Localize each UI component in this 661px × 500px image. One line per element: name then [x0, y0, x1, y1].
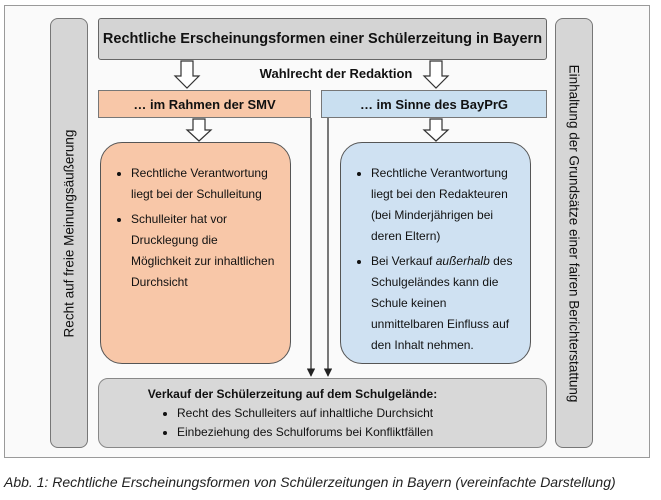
verkauf-bullet: Recht des Schulleiters auf inhaltliche D…	[177, 404, 536, 423]
wahlrecht-label: Wahlrecht der Redaktion	[259, 66, 413, 81]
bayprg-bullet: Bei Verkauf außerhalb des Schulgeländes …	[371, 251, 516, 356]
verkauf-title: Verkauf der Schülerzeitung auf dem Schul…	[147, 387, 438, 401]
smv-header: … im Rahmen der SMV	[98, 90, 311, 118]
bayprg-content-box: Rechtliche Verantwortung liegt bei den R…	[340, 142, 531, 364]
verkauf-box: Verkauf der Schülerzeitung auf dem Schul…	[98, 378, 547, 448]
bayprg-bullet-text: des Schulgeländes kann die Schule keinen…	[371, 254, 513, 352]
bayprg-bullet-emphasis: außerhalb	[435, 254, 490, 268]
smv-header-label: … im Rahmen der SMV	[133, 96, 276, 112]
smv-bullet: Rechtliche Verantwortung liegt bei der S…	[131, 163, 276, 205]
diagram-title-box: Rechtliche Erscheinungsformen einer Schü…	[98, 18, 547, 60]
smv-content-box: Rechtliche Verantwortung liegt bei der S…	[100, 142, 291, 364]
verkauf-bullet: Einbeziehung des Schulforums bei Konflik…	[177, 423, 536, 442]
smv-bullet: Schulleiter hat vor Drucklegung die Mögl…	[131, 209, 276, 293]
bayprg-bullet-text: Bei Verkauf	[371, 254, 436, 268]
diagram-title: Rechtliche Erscheinungsformen einer Schü…	[102, 31, 543, 47]
bayprg-bullet: Rechtliche Verantwortung liegt bei den R…	[371, 163, 516, 247]
right-side-bar: Einhaltung der Grundsätze einer fairen B…	[555, 18, 593, 448]
bayprg-header-label: … im Sinne des BayPrG	[359, 96, 509, 112]
right-side-label: Einhaltung der Grundsätze einer fairen B…	[566, 64, 582, 402]
bayprg-header: … im Sinne des BayPrG	[321, 90, 547, 118]
left-side-bar: Recht auf freie Meinungsäußerung	[50, 18, 88, 448]
left-side-label: Recht auf freie Meinungsäußerung	[61, 129, 77, 337]
figure-caption: Abb. 1: Rechtliche Erscheinungsformen vo…	[4, 474, 616, 490]
